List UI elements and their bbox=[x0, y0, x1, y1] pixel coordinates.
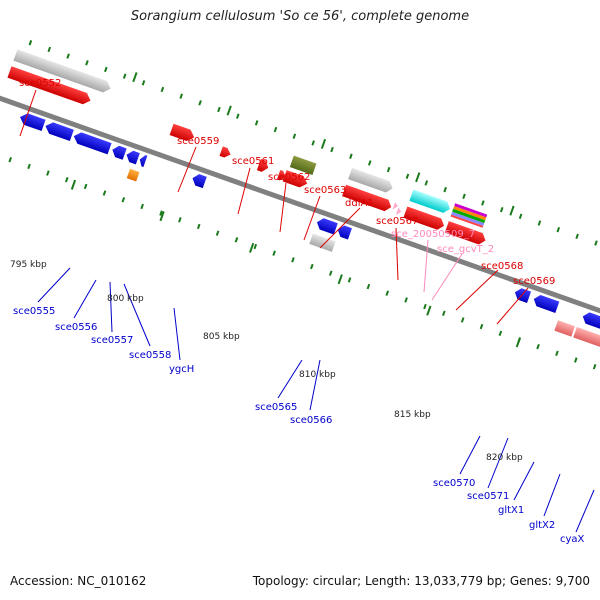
label-sce0569: sce0569 bbox=[513, 276, 555, 287]
gene-sce0569[interactable] bbox=[450, 203, 488, 228]
gene-sce0567[interactable] bbox=[348, 167, 394, 194]
gene-red-2[interactable] bbox=[342, 184, 393, 213]
label-sce0561: sce0561 bbox=[232, 156, 274, 167]
gene-red-small[interactable] bbox=[276, 169, 288, 182]
gene-sce0552[interactable] bbox=[13, 49, 112, 94]
scale-labels: 795 kbp 800 kbp 805 kbp 810 kbp 815 kbp … bbox=[10, 260, 523, 463]
gene-blue-2[interactable] bbox=[138, 154, 148, 168]
label-cyaX: cyaX bbox=[560, 534, 585, 545]
gene-sce0565[interactable] bbox=[315, 217, 338, 235]
scale-label-815: 815 kbp bbox=[394, 410, 431, 420]
forward-genes bbox=[7, 49, 488, 246]
label-sce0566: sce0566 bbox=[290, 415, 332, 426]
genome-backbone bbox=[0, 85, 600, 352]
label-sce0562: sce0562 bbox=[268, 172, 310, 183]
label-sce0556: sce0556 bbox=[55, 322, 97, 333]
gene-sce0557[interactable] bbox=[72, 130, 112, 155]
label-sce0557: sce0557 bbox=[91, 335, 133, 346]
gene-blue-4[interactable] bbox=[581, 311, 600, 333]
label-sce0567: sce0567 bbox=[376, 216, 418, 227]
gene-sce0566[interactable] bbox=[309, 233, 336, 252]
gene-red-4[interactable] bbox=[444, 221, 488, 246]
gene-sce_gcvT_2[interactable] bbox=[395, 207, 402, 217]
scale-label-795: 795 kbp bbox=[10, 260, 47, 270]
label-sce0570: sce0570 bbox=[433, 478, 475, 489]
label-sce0565: sce0565 bbox=[255, 402, 297, 413]
genome-stats-text: Topology: circular; Length: 13,033,779 b… bbox=[252, 574, 590, 588]
gene-ygcH[interactable] bbox=[191, 172, 207, 189]
label-gltX2: gltX2 bbox=[529, 520, 555, 531]
scale-label-800: 800 kbp bbox=[107, 294, 144, 304]
gene-blue-1[interactable] bbox=[110, 144, 127, 160]
gene-gltX2[interactable] bbox=[573, 326, 600, 350]
label-sce0563: sce0563 bbox=[304, 185, 346, 196]
gene-gltX1[interactable] bbox=[554, 320, 575, 337]
label-sce-20050509-7: sce_20050509_7 bbox=[391, 229, 475, 240]
label-leaders bbox=[19, 89, 595, 533]
accession-text: Accession: NC_010162 bbox=[10, 574, 147, 588]
scale-label-810: 810 kbp bbox=[299, 370, 336, 380]
map-title: Sorangium cellulosum 'So ce 56', complet… bbox=[130, 9, 470, 24]
label-gltX1: gltX1 bbox=[498, 505, 524, 516]
gene-sce0558[interactable] bbox=[125, 149, 140, 165]
gene-red-1[interactable] bbox=[7, 66, 92, 106]
gene-sce0562[interactable] bbox=[256, 158, 270, 174]
gene-blue-3[interactable] bbox=[336, 224, 352, 240]
gene-sce0568[interactable] bbox=[409, 189, 452, 215]
bottom-gene-labels: sce0555 sce0556 sce0557 sce0558 ygcH sce… bbox=[13, 306, 585, 545]
label-sce0552: sce0552 bbox=[19, 78, 61, 89]
gene-ddlA1[interactable] bbox=[282, 170, 310, 189]
tick-row-lower bbox=[8, 157, 597, 370]
tick-row-upper bbox=[28, 40, 598, 246]
gene-sce0563[interactable] bbox=[289, 155, 317, 175]
label-ygcH: ygcH bbox=[169, 364, 194, 375]
label-sce0555: sce0555 bbox=[13, 306, 55, 317]
scale-label-820: 820 kbp bbox=[486, 453, 523, 463]
gene-sce0571[interactable] bbox=[532, 293, 560, 313]
scale-label-805: 805 kbp bbox=[203, 332, 240, 342]
gene-red-3[interactable] bbox=[403, 206, 446, 231]
label-sce-gcvT-2: sce_gcvT_2 bbox=[437, 244, 494, 255]
gene-orange[interactable] bbox=[126, 168, 140, 182]
label-sce0568: sce0568 bbox=[481, 261, 523, 272]
reverse-genes bbox=[20, 113, 600, 350]
gene-sce0559[interactable] bbox=[169, 123, 197, 143]
label-ddlA1: ddlA1 bbox=[345, 198, 374, 209]
gene-sce0556[interactable] bbox=[43, 120, 74, 142]
gene-sce0561[interactable] bbox=[219, 146, 232, 159]
top-gene-labels: sce0552 sce0559 sce0561 sce0562 sce0563 … bbox=[19, 78, 555, 287]
label-sce0571: sce0571 bbox=[467, 491, 509, 502]
label-sce0558: sce0558 bbox=[129, 350, 171, 361]
gene-sce_20050509_7[interactable] bbox=[392, 202, 398, 211]
label-sce0559: sce0559 bbox=[177, 136, 219, 147]
